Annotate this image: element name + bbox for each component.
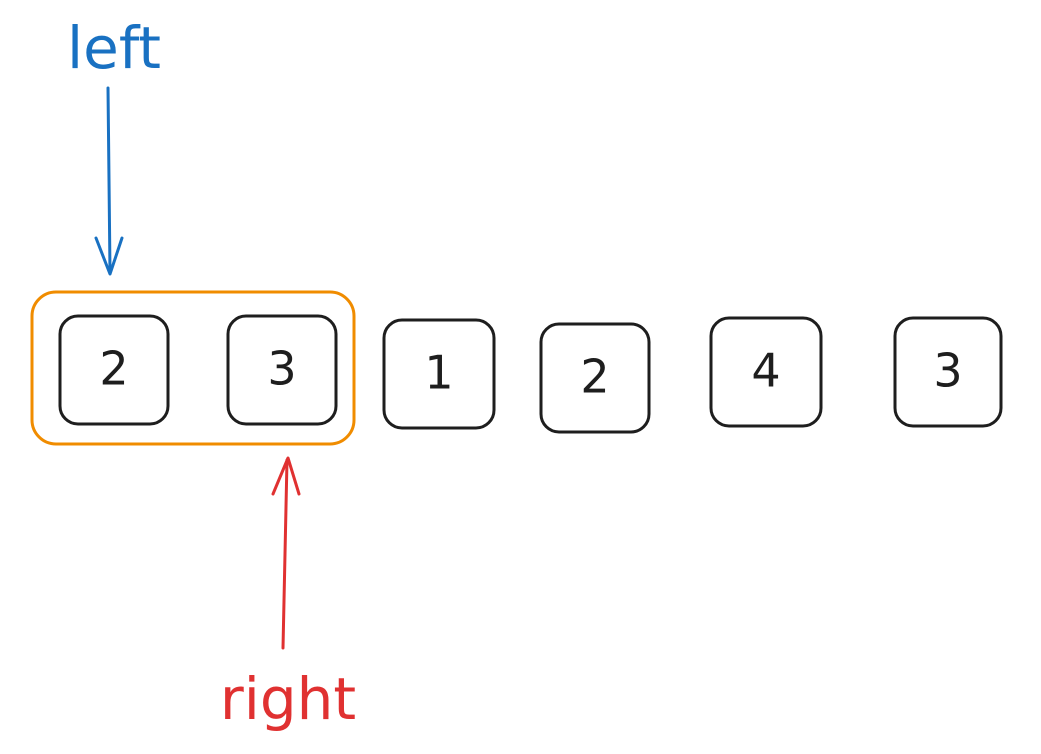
array-cell: 2	[539, 322, 651, 434]
right-pointer-label: right	[220, 665, 356, 733]
array-cell: 4	[709, 316, 823, 428]
array-cell: 2	[58, 314, 170, 426]
array-cell-box	[226, 314, 338, 426]
left-pointer-arrowhead	[94, 236, 124, 276]
array-cell-value: 3	[933, 344, 962, 398]
sliding-window-highlight	[30, 290, 356, 446]
array-cell-value: 1	[424, 346, 453, 400]
array-cell-value: 4	[751, 344, 780, 398]
array-cell-box	[58, 314, 170, 426]
right-pointer-arrowhead	[271, 456, 301, 496]
array-cell: 3	[893, 316, 1003, 428]
right-pointer-arrow	[281, 458, 289, 650]
right-pointer: right	[220, 456, 356, 733]
left-pointer: left	[67, 14, 161, 276]
array-cell-box	[709, 316, 823, 428]
array-cell: 3	[226, 314, 338, 426]
array-cell-box	[382, 318, 496, 430]
array-cell-value: 3	[267, 342, 296, 396]
array-cell-box	[539, 322, 651, 434]
array-cell-value: 2	[580, 350, 609, 404]
left-pointer-label: left	[67, 14, 161, 82]
array-cell: 1	[382, 318, 496, 430]
array-cells: 2 3 1 2 4 3	[58, 314, 1003, 434]
left-pointer-arrow	[106, 86, 112, 274]
array-cell-box	[893, 316, 1003, 428]
array-cell-value: 2	[99, 342, 128, 396]
